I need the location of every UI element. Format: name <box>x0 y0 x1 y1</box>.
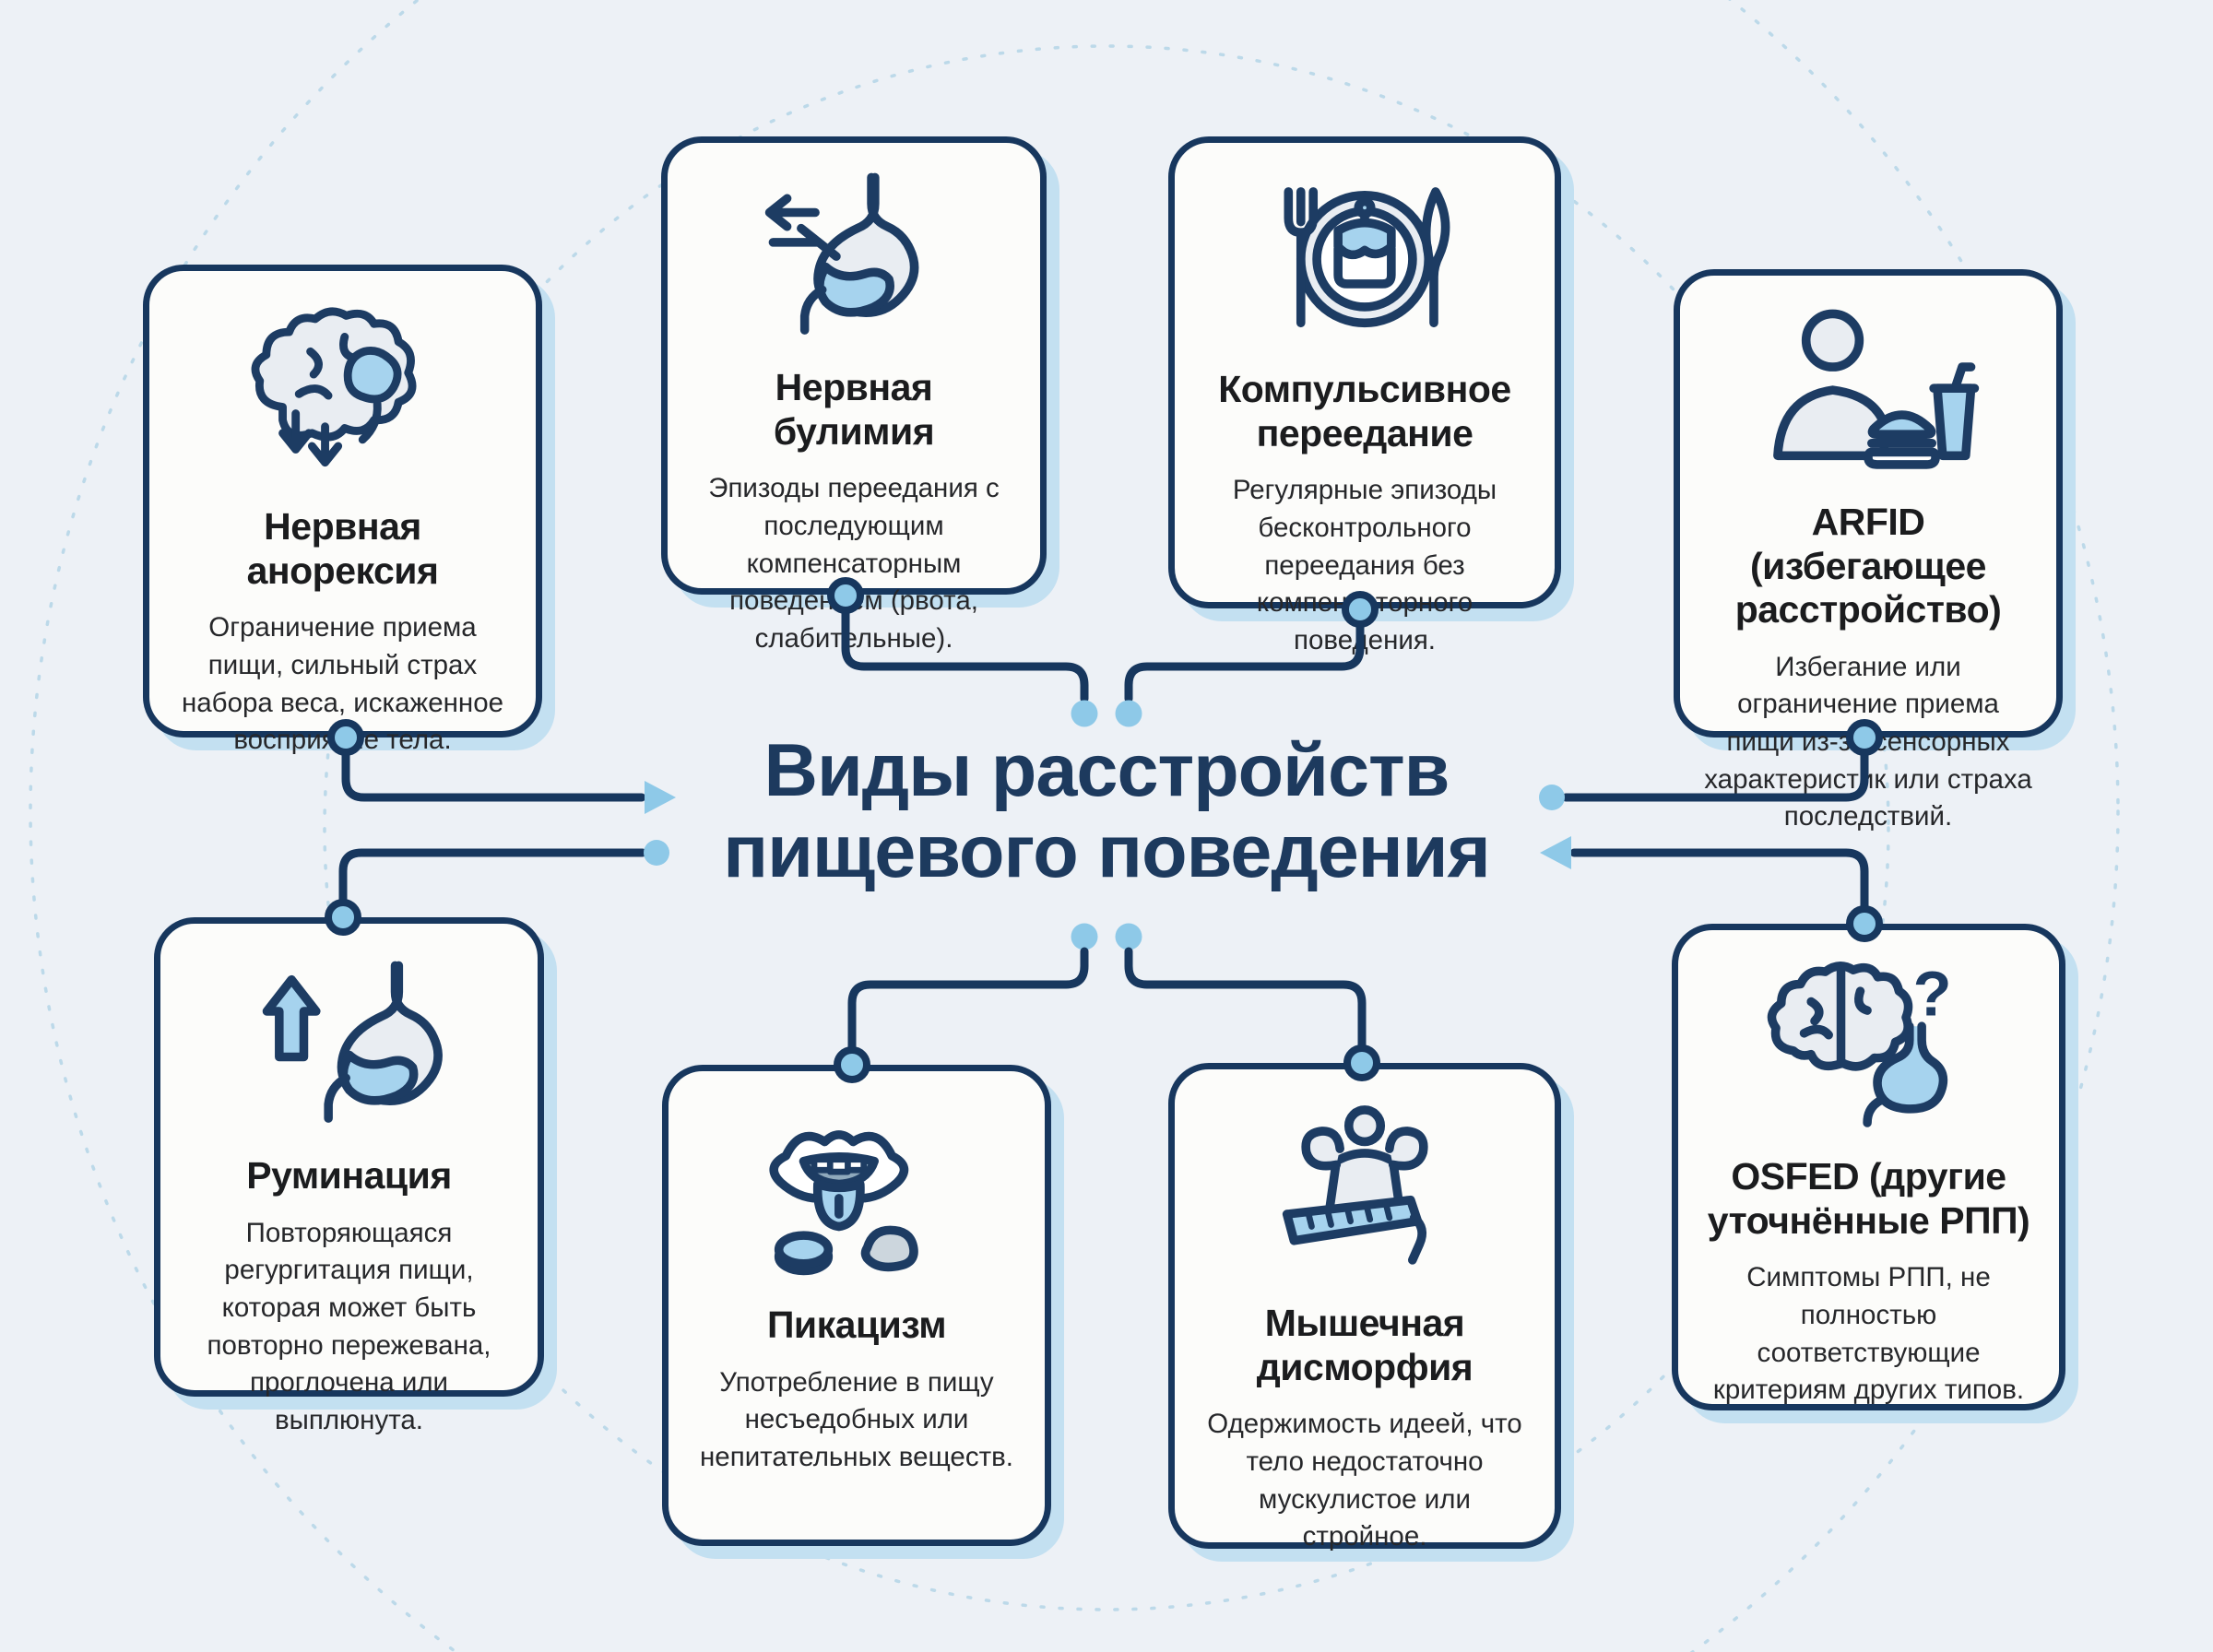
muscle-measuring-tape-icon <box>1259 1101 1471 1287</box>
stomach-arrows-icon <box>748 167 960 351</box>
card-heading: OSFED (другие уточнённые РПП) <box>1707 1155 2030 1242</box>
card-anorexia: Нервная анорексия Ограничение приема пищ… <box>143 265 542 755</box>
card-pica: Пикацизм Употребление в пищу несъедобных… <box>662 1065 1051 1546</box>
page-title-line1: Виды расстройств <box>763 729 1450 812</box>
card-body: Повторяющаяся регургитация пищи, которая… <box>207 1217 491 1436</box>
brain-down-arrows-icon <box>237 302 449 490</box>
page-title-line2: пищевого поведения <box>723 810 1491 894</box>
person-fastfood-icon <box>1753 300 1983 486</box>
card-binge-eating: Компульсивное переедание Регулярные эпиз… <box>1168 136 1561 655</box>
card-body: Ограничение приема пищи, сильный страх н… <box>181 612 504 756</box>
card-heading: Пикацизм <box>766 1304 947 1346</box>
card-body: Избегание или ограничение приема пищи из… <box>1704 651 2032 832</box>
card-body: Употребление в пищу несъедобных или непи… <box>700 1366 1013 1472</box>
card-heading: Мышечная дисморфия <box>1256 1302 1473 1388</box>
card-heading: Компульсивное переедание <box>1218 368 1511 454</box>
plate-cake-cutlery-icon <box>1249 167 1480 353</box>
card-body: Одержимость идеей, что тело недостаточно… <box>1207 1409 1522 1552</box>
card-body: Регулярные эпизоды бесконтрольного перее… <box>1232 475 1497 655</box>
brain-question-stomach-icon: ? <box>1758 956 1980 1140</box>
stomach-up-arrow-icon <box>243 955 456 1139</box>
card-rumination: Руминация Повторяющаяся регургитация пищ… <box>154 917 544 1435</box>
card-bulimia: Нервная булимия Эпизоды переедания с пос… <box>661 136 1047 654</box>
card-heading: Руминация <box>246 1154 452 1197</box>
card-heading: ARFID (избегающее расстройство) <box>1734 501 2002 631</box>
card-muscle-dysmorphia: Мышечная дисморфия Одержимость идеей, чт… <box>1168 1063 1561 1552</box>
mouth-inedible-objects-icon <box>751 1103 963 1289</box>
card-body: Эпизоды переедания с последующим компенс… <box>708 473 1000 654</box>
card-heading: Нервная булимия <box>773 366 935 453</box>
svg-text:?: ? <box>1912 959 1951 1030</box>
card-body: Симптомы РПП, не полностью соответствующ… <box>1712 1262 2025 1406</box>
card-arfid: ARFID (избегающее расстройство) Избегани… <box>1674 269 2063 832</box>
page-title: Виды расстройств пищевого поведения <box>526 730 1687 893</box>
card-osfed: ? OSFED (другие уточнённые РПП) Симптомы… <box>1672 924 2065 1410</box>
card-heading: Нервная анорексия <box>246 505 439 592</box>
